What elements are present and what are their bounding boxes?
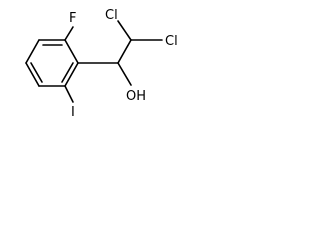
molecule-drawing: F Cl Cl OH I bbox=[25, 8, 178, 120]
ring-bond-c3-c4 bbox=[64, 62, 79, 87]
ring-bond-c6-c1 bbox=[25, 39, 40, 64]
bond-ring-to-iodine bbox=[64, 85, 74, 103]
bond-carbon-to-chlorine-1 bbox=[117, 20, 132, 41]
iodine-label: I bbox=[71, 105, 75, 120]
bond-carbinol-to-hydroxyl bbox=[117, 62, 132, 86]
ring-double-bond-2 bbox=[61, 62, 74, 83]
structure-diagram: F Cl Cl OH I bbox=[0, 0, 195, 156]
chlorine-label-2: Cl bbox=[165, 34, 178, 49]
benzene-ring bbox=[25, 39, 79, 87]
bond-carbinol-to-dichloromethyl bbox=[117, 39, 132, 64]
chlorine-label-1: Cl bbox=[105, 8, 118, 23]
ring-bond-c2-c3 bbox=[64, 39, 79, 64]
ring-bond-c5-c6 bbox=[25, 62, 40, 87]
bond-ring-to-fluorine bbox=[64, 26, 74, 41]
fluorine-label: F bbox=[69, 11, 76, 26]
hydroxyl-label: OH bbox=[126, 89, 146, 104]
ring-double-bond-3 bbox=[30, 62, 43, 83]
